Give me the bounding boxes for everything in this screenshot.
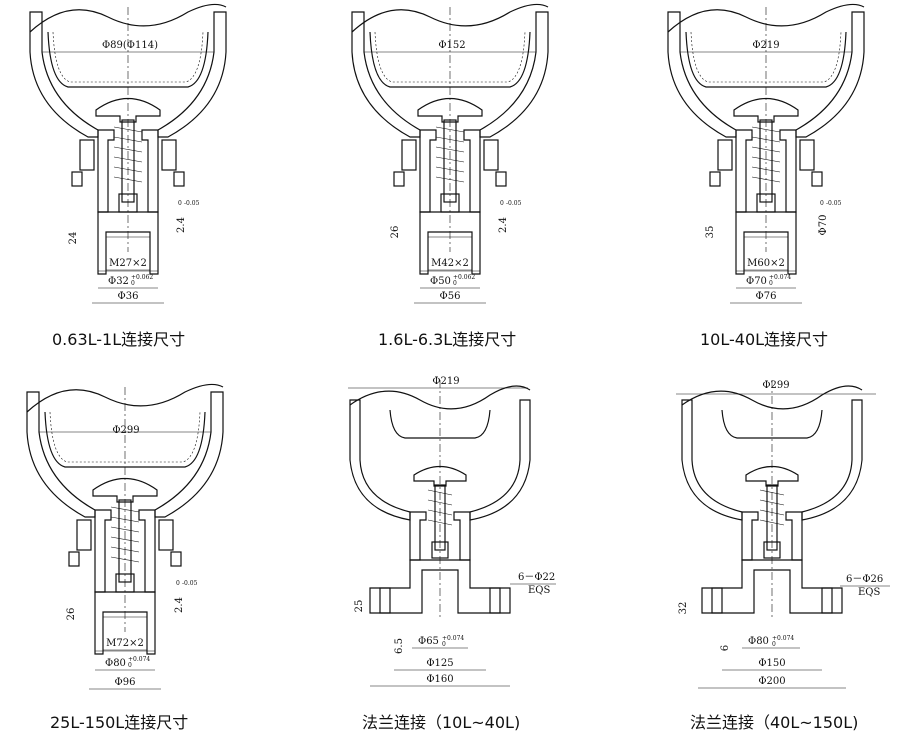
height-dim: 32 — [678, 602, 689, 615]
outer-diameter-label: Φ96 — [115, 677, 136, 688]
drawing-flange-10l-40l: Φ219 25 6.5 6－Φ22 EQS Φ65 +0.074 0 Φ125 … — [348, 376, 556, 687]
bore-label: Φ32 — [108, 276, 129, 287]
thread-label: M72×2 — [106, 638, 144, 649]
bore-tol-lo: 0 — [131, 280, 135, 287]
caption-0-63l-1l: 0.63L-1L连接尺寸 — [52, 330, 186, 349]
top-diameter-label: Φ219 — [752, 40, 779, 51]
bore-label: Φ70 — [746, 276, 767, 287]
hole-spec: 6－Φ26 — [846, 574, 883, 585]
drawing-0-63l-1l: Φ89(Φ114) 24 2.4 0 -0.05 M27×2 Φ32 +0.06… — [29, 3, 227, 304]
height-dim: 35 — [705, 226, 716, 239]
pcd-label: Φ150 — [758, 658, 785, 669]
bore-tol-up: +0.062 — [453, 274, 475, 281]
small-dim: 6 — [720, 645, 731, 651]
bore-tol-up: +0.074 — [128, 656, 150, 663]
caption-1-6l-6-3l: 1.6L-6.3L连接尺寸 — [378, 330, 517, 349]
bore-tol-lo: 0 — [772, 641, 776, 648]
bore-tol-up: +0.062 — [131, 274, 153, 281]
tolerance-dim: 2.4 — [498, 217, 509, 233]
tolerance-lower: -0.05 — [184, 200, 200, 207]
thread-label: M27×2 — [109, 258, 147, 269]
tolerance-lower: -0.05 — [826, 200, 842, 207]
top-diameter-label: Φ219 — [432, 376, 459, 387]
caption-flange-40l-150l: 法兰连接（40L~150L) — [690, 713, 859, 732]
outer-diameter-label: Φ36 — [118, 291, 139, 302]
top-diameter-label: Φ299 — [112, 425, 139, 436]
tolerance-lower: -0.05 — [506, 200, 522, 207]
outer-diameter-label: Φ56 — [440, 291, 461, 302]
bore-tol-up: +0.074 — [772, 635, 794, 642]
height-dim: 25 — [354, 600, 365, 613]
tolerance-upper: 0 — [820, 200, 824, 207]
pcd-label: Φ125 — [426, 658, 453, 669]
drawing-10l-40l: Φ219 35 Φ70 0 -0.05 M60×2 Φ70 +0.074 0 Φ… — [667, 3, 865, 304]
outer-diameter-label: Φ200 — [758, 676, 785, 687]
bore-label: Φ65 — [418, 636, 439, 647]
drawing-flange-40l-150l: Φ299 32 6 6－Φ26 EQS Φ80 +0.074 0 Φ150 Φ2… — [676, 379, 890, 689]
caption-25l-150l: 25L-150L连接尺寸 — [50, 713, 189, 732]
height-dim: 26 — [390, 226, 401, 239]
tolerance-dim: Φ70 — [818, 215, 829, 236]
eqs-label: EQS — [858, 587, 880, 598]
drawing-25l-150l: Φ299 26 2.4 0 -0.05 M72×2 Φ80 +0.074 0 Φ… — [26, 383, 224, 690]
bore-tol-up: +0.074 — [769, 274, 791, 281]
top-diameter-label: Φ152 — [438, 40, 465, 51]
tolerance-upper: 0 — [178, 200, 182, 207]
drawing-1-6l-6-3l: Φ152 26 2.4 0 -0.05 M42×2 Φ50 +0.062 0 Φ… — [351, 3, 549, 304]
bore-tol-lo: 0 — [442, 641, 446, 648]
caption-10l-40l: 10L-40L连接尺寸 — [700, 330, 829, 349]
bore-tol-lo: 0 — [453, 280, 457, 287]
bore-label: Φ50 — [430, 276, 451, 287]
height-dim: 24 — [68, 232, 79, 245]
bore-tol-lo: 0 — [769, 280, 773, 287]
tolerance-dim: 2.4 — [174, 597, 185, 613]
top-diameter-label: Φ89(Φ114) — [102, 40, 158, 51]
bore-label: Φ80 — [105, 658, 126, 669]
tolerance-upper: 0 — [500, 200, 504, 207]
thread-label: M42×2 — [431, 258, 469, 269]
hole-spec: 6－Φ22 — [518, 572, 555, 583]
bore-label: Φ80 — [748, 636, 769, 647]
small-dim: 6.5 — [394, 638, 405, 654]
eqs-label: EQS — [528, 585, 550, 596]
bore-tol-up: +0.074 — [442, 635, 464, 642]
tolerance-upper: 0 — [176, 580, 180, 587]
tolerance-lower: -0.05 — [182, 580, 198, 587]
caption-flange-10l-40l: 法兰连接（10L~40L) — [362, 713, 521, 732]
outer-diameter-label: Φ160 — [426, 674, 453, 685]
thread-label: M60×2 — [747, 258, 785, 269]
height-dim: 26 — [66, 608, 77, 621]
bore-tol-lo: 0 — [128, 662, 132, 669]
tolerance-dim: 2.4 — [176, 217, 187, 233]
outer-diameter-label: Φ76 — [756, 291, 777, 302]
top-diameter-label: Φ299 — [762, 380, 789, 391]
